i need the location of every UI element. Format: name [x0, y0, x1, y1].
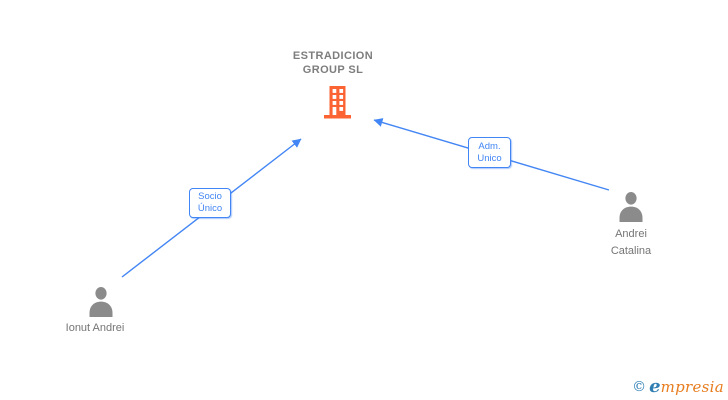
person-icon[interactable] — [617, 192, 645, 222]
logo-text: mpresia — [660, 378, 724, 396]
person-name-text: Ionut Andrei — [65, 322, 125, 334]
relationship-label-line2: Unico — [477, 152, 502, 164]
person-name-line2: Catalina — [610, 245, 652, 257]
building-icon[interactable] — [321, 86, 354, 119]
copyright-icon: © — [632, 379, 647, 395]
relationship-label-line1: Socio — [198, 191, 222, 202]
logo-initial: e — [649, 376, 661, 397]
relationship-label-adm-unico[interactable]: Adm. Unico — [468, 137, 511, 168]
person-name-line1: Andrei — [615, 228, 647, 240]
person-name[interactable]: Ionut Andrei — [35, 320, 155, 337]
person-icon[interactable] — [87, 287, 115, 317]
relationship-label-line1: Adm. — [478, 140, 501, 152]
company-name-line1: ESTRADICION — [292, 50, 374, 62]
relationship-label-socio-unico[interactable]: Socio Único — [189, 188, 231, 218]
relationship-label-line2: Único — [197, 203, 223, 214]
company-name-line2: GROUP SL — [302, 64, 364, 76]
company-name[interactable]: ESTRADICION GROUP SL — [253, 49, 413, 77]
empresia-logo[interactable]: ©empresia — [632, 376, 724, 397]
person-name[interactable]: Andrei Catalina — [571, 226, 691, 260]
